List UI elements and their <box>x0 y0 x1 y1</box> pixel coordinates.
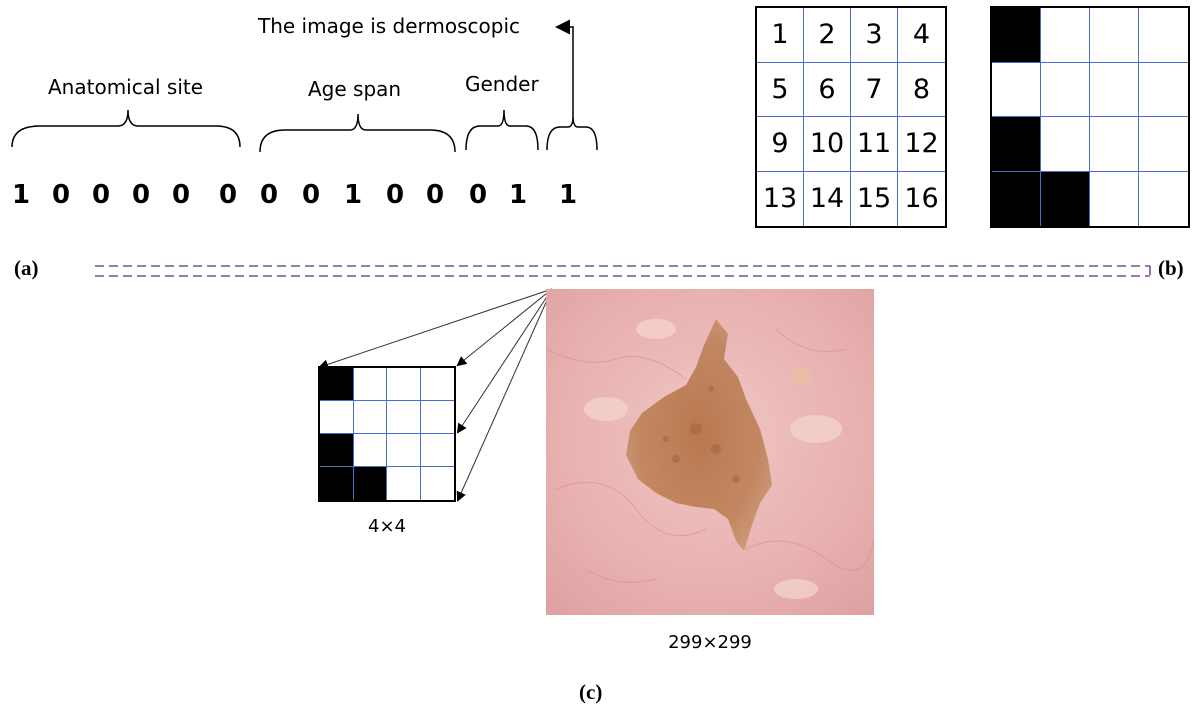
bit-value: 0 <box>385 180 405 210</box>
bit-value: 0 <box>171 180 191 210</box>
dashed-divider <box>95 265 1151 277</box>
bit-value: 0 <box>91 180 111 210</box>
mask-cell <box>353 401 387 434</box>
mask-cell <box>1041 171 1090 226</box>
dermoscopic-label: The image is dermoscopic <box>258 14 521 38</box>
grid-cell: 4 <box>898 8 945 63</box>
mask-cell <box>1041 62 1090 117</box>
bit-value: 0 <box>51 180 71 210</box>
mask-cell <box>992 62 1041 117</box>
mask-cell <box>1139 172 1188 227</box>
mask-cell <box>353 434 387 467</box>
age-span-label: Age span <box>308 77 402 101</box>
mask-cell <box>1090 8 1139 63</box>
mask-cell <box>387 401 421 434</box>
brace-gender <box>465 109 539 151</box>
large-image-caption: 299×299 <box>668 632 752 653</box>
panel-label-a: (a) <box>14 256 39 280</box>
dermoscopic-image <box>546 289 874 615</box>
grid-cell: 16 <box>904 183 939 215</box>
mask-cell <box>1090 171 1139 226</box>
mask-cell <box>1139 117 1188 172</box>
mask-cell <box>420 368 454 401</box>
mask-cell <box>992 8 1041 63</box>
grid-cell: 12 <box>898 117 945 172</box>
bit-value: 1 <box>343 180 363 210</box>
small-grid-caption: 4×4 <box>368 516 406 537</box>
grid-cell: 15 <box>851 171 898 226</box>
small-mask-grid <box>318 366 456 502</box>
grid-cell: 5 <box>757 62 804 117</box>
grid-cell: 14 <box>804 171 851 226</box>
mask-cell <box>320 434 354 467</box>
grid-cell: 1 <box>757 8 804 63</box>
numbered-grid: 1 2 3 4 5 6 7 8 9 10 11 12 13 14 15 16 <box>755 6 947 228</box>
mask-cell <box>320 368 354 401</box>
bit-value: 1 <box>11 180 31 210</box>
bit-value: 1 <box>508 180 528 210</box>
bit-value: 0 <box>301 180 321 210</box>
brace-age-span <box>259 113 456 153</box>
grid-cell: 8 <box>898 63 945 117</box>
grid-cell: 6 <box>804 62 851 117</box>
anatomical-site-label: Anatomical site <box>48 75 204 99</box>
bit-value: 0 <box>218 180 238 210</box>
lesion-shape <box>626 319 772 551</box>
bit-value: 0 <box>425 180 445 210</box>
mask-cell <box>353 368 387 401</box>
grid-cell: 3 <box>851 8 898 63</box>
brace-anatomical-site <box>11 109 241 148</box>
mask-cell <box>420 434 454 467</box>
mask-cell <box>1041 117 1090 172</box>
mask-cell <box>1090 117 1139 172</box>
mask-cell <box>1041 8 1090 63</box>
zoom-connectors <box>318 288 553 502</box>
mask-cell <box>320 401 354 434</box>
mask-cell <box>353 467 387 500</box>
dermoscopic-arrow <box>555 19 574 116</box>
mask-cell <box>992 171 1041 226</box>
mask-cell <box>387 434 421 467</box>
mask-cell <box>387 467 421 500</box>
panel-label-b: (b) <box>1158 256 1184 280</box>
mask-cell <box>420 401 454 434</box>
grid-cell: 9 <box>757 117 804 172</box>
grid-cell: 2 <box>804 8 851 63</box>
panel-label-c: (c) <box>579 680 603 704</box>
mask-cell <box>1090 62 1139 117</box>
brace-dermoscopic <box>546 115 598 151</box>
gender-label: Gender <box>465 72 539 96</box>
mask-cell <box>320 467 354 500</box>
grid-cell: 7 <box>851 62 898 117</box>
bit-value: 0 <box>468 180 488 210</box>
mask-cell <box>421 467 455 500</box>
mask-cell <box>1139 8 1188 63</box>
mask-cell <box>1139 63 1188 117</box>
bit-value: 0 <box>131 180 151 210</box>
binary-mask-grid <box>990 6 1190 228</box>
grid-cell: 11 <box>851 117 898 172</box>
mask-cell <box>992 117 1041 172</box>
mask-cell <box>387 368 421 401</box>
grid-cell: 13 <box>757 171 804 226</box>
grid-cell: 10 <box>804 117 851 172</box>
bit-value: 1 <box>558 180 578 210</box>
bit-value: 0 <box>259 180 279 210</box>
